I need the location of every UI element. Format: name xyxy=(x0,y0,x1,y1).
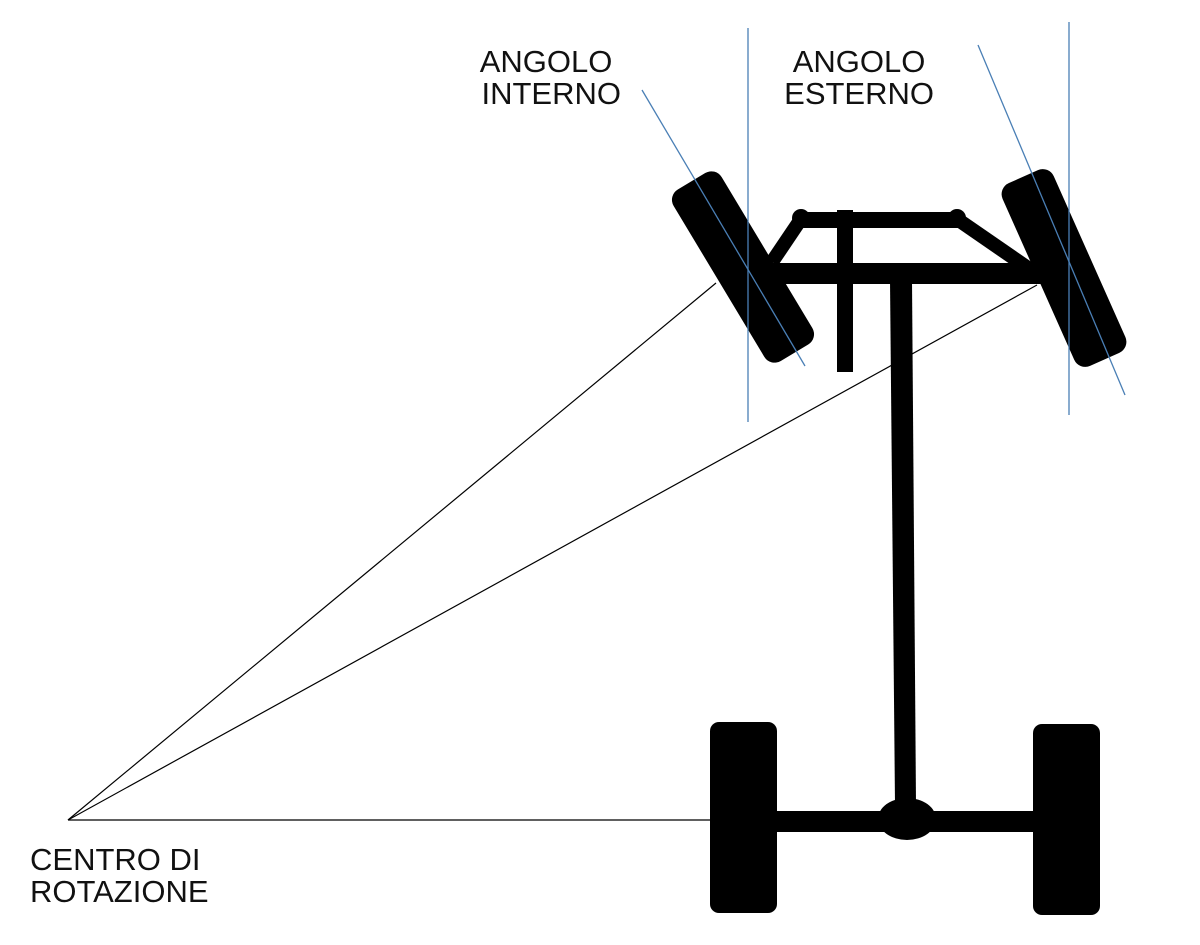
rotation-center-label: CENTRO DI ROTAZIONE xyxy=(30,842,209,909)
left-ball-joint xyxy=(792,209,810,227)
front-axle-beam xyxy=(772,263,1044,284)
right-ball-joint xyxy=(948,209,966,227)
inner-wheel-angle-line xyxy=(641,89,806,367)
rear-right-wheel xyxy=(1033,724,1100,915)
rear-axle xyxy=(710,722,1100,915)
line-to-inner-wheel xyxy=(67,282,717,821)
front-right-wheel xyxy=(1001,169,1127,367)
front-axle xyxy=(671,169,1127,372)
inner-angle-label: ANGOLO INTERNO xyxy=(480,44,621,111)
reference-lines xyxy=(641,22,1126,422)
construction-lines xyxy=(67,282,1038,821)
outer-angle-label: ANGOLO ESTERNO xyxy=(784,44,934,111)
differential xyxy=(878,798,936,840)
driveshaft xyxy=(890,280,916,805)
line-to-outer-wheel xyxy=(67,284,1038,821)
right-steering-arm xyxy=(953,213,1032,274)
steering-column xyxy=(837,210,853,372)
outer-wheel-angle-line xyxy=(977,44,1126,396)
left-steering-arm xyxy=(766,215,807,266)
rear-left-wheel xyxy=(710,722,777,913)
front-left-wheel xyxy=(671,171,815,363)
tie-rod xyxy=(800,212,958,228)
